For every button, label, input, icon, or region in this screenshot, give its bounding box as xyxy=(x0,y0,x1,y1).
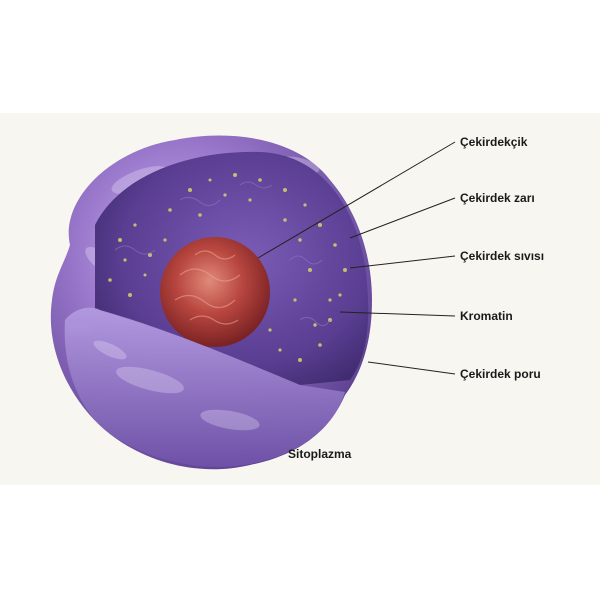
label-cytoplasm: Sitoplazma xyxy=(288,447,352,461)
leader-nuclear-pore xyxy=(367,361,456,375)
leader-chromatin xyxy=(339,311,456,317)
label-nuclear-pore: Çekirdek poru xyxy=(460,367,541,381)
label-chromatin: Kromatin xyxy=(460,309,513,323)
label-nucleolus: Çekirdekçik xyxy=(460,135,528,149)
leader-nucleoplasm xyxy=(349,255,456,269)
chromatin-granules xyxy=(108,173,347,362)
leader-nucleolus xyxy=(257,141,456,259)
label-nuclear-envelope: Çekirdek zarı xyxy=(460,191,535,205)
leader-nuclear-envelope xyxy=(349,197,456,239)
leader-lines xyxy=(257,141,456,375)
nucleolus xyxy=(160,237,270,347)
label-nucleoplasm: Çekirdek sıvısı xyxy=(460,249,545,263)
nucleus-front-wedge xyxy=(64,307,345,467)
